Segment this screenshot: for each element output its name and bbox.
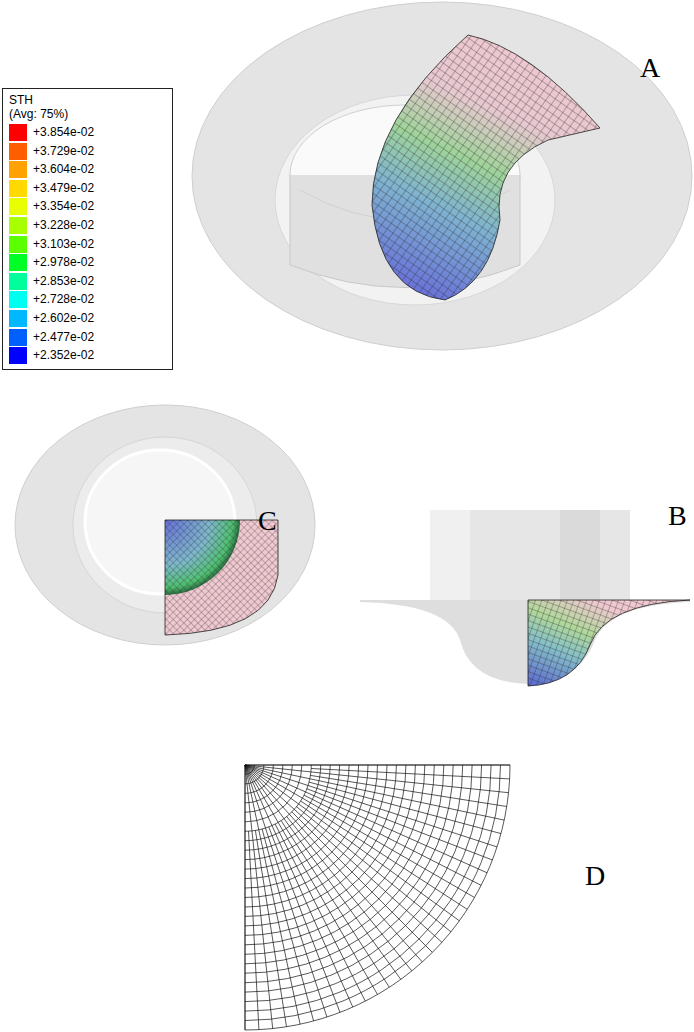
mesh-line <box>249 831 259 1029</box>
mesh-line <box>245 765 311 831</box>
mesh-line <box>245 765 368 888</box>
mesh-line <box>245 765 349 869</box>
legend-swatch <box>9 347 27 364</box>
legend-swatch <box>9 236 27 253</box>
mesh-line <box>245 765 255 775</box>
mesh-line <box>311 769 509 779</box>
mesh-line <box>245 765 273 793</box>
panel-b <box>360 510 690 686</box>
mesh-line <box>245 765 463 983</box>
mesh-line <box>245 765 283 803</box>
legend-value: +2.602e-02 <box>33 312 94 325</box>
mesh-line <box>245 765 491 1011</box>
legend-value: +3.354e-02 <box>33 200 94 213</box>
panel-label: D <box>585 860 605 892</box>
mesh-line <box>245 765 472 992</box>
legend-row: +3.729e-02 <box>3 142 172 161</box>
mesh-line <box>245 765 406 926</box>
legend-subtitle: (Avg: 75%) <box>9 107 172 121</box>
legend-value: +3.729e-02 <box>33 145 94 158</box>
panel-a <box>192 2 692 350</box>
legend-swatch <box>9 254 27 271</box>
legend-row: +3.354e-02 <box>3 197 172 216</box>
legend-swatch <box>9 124 27 141</box>
legend-swatch <box>9 217 27 234</box>
legend-row: +3.228e-02 <box>3 216 172 235</box>
legend-value: +3.604e-02 <box>33 163 94 176</box>
mesh-line <box>245 765 444 964</box>
legend-swatch <box>9 273 27 290</box>
mesh-line <box>245 765 330 850</box>
mesh-line <box>245 765 453 973</box>
legend-value: +3.103e-02 <box>33 238 94 251</box>
mesh-line <box>245 765 264 784</box>
legend-swatch <box>9 161 27 178</box>
mesh-line <box>309 782 501 834</box>
legend-swatch <box>9 329 27 346</box>
legend-swatch <box>9 291 27 308</box>
legend-row: +3.479e-02 <box>3 179 172 198</box>
mesh-line <box>245 765 482 1002</box>
legend-row: +2.853e-02 <box>3 272 172 291</box>
legend-value: +3.854e-02 <box>33 126 94 139</box>
mesh-line <box>310 775 506 806</box>
legend-row: +2.352e-02 <box>3 346 172 365</box>
mesh-line <box>245 765 434 954</box>
panel-label: B <box>668 500 687 532</box>
legend-value: +2.477e-02 <box>33 331 94 344</box>
legend-swatch <box>9 198 27 215</box>
mesh-line <box>245 765 321 841</box>
legend-swatch <box>9 180 27 197</box>
legend-value: +2.728e-02 <box>33 293 94 306</box>
mesh-line <box>245 765 302 822</box>
mesh-line <box>245 765 425 945</box>
legend-value: +3.228e-02 <box>33 219 94 232</box>
legend-row: +3.854e-02 <box>3 123 172 142</box>
panel-c <box>15 405 315 645</box>
mesh-line <box>262 829 314 1021</box>
panel-label: C <box>258 505 277 537</box>
legend-value: +3.479e-02 <box>33 182 94 195</box>
mesh-line <box>245 765 501 1021</box>
legend-value: +2.853e-02 <box>33 275 94 288</box>
legend-swatch <box>9 143 27 160</box>
legend-row: +2.978e-02 <box>3 253 172 272</box>
mesh-line <box>245 765 378 898</box>
mesh-line <box>245 765 396 916</box>
legend-row: +2.602e-02 <box>3 309 172 328</box>
mesh-line <box>245 765 415 935</box>
legend-swatch <box>9 310 27 327</box>
mesh-line <box>245 765 359 879</box>
mesh-line <box>245 765 510 1030</box>
panel-label: A <box>640 52 660 84</box>
mesh-line <box>255 830 286 1026</box>
mesh-line <box>245 765 510 1030</box>
legend-title: STH <box>9 93 172 107</box>
legend-row: +3.604e-02 <box>3 160 172 179</box>
legend-row: +2.477e-02 <box>3 328 172 347</box>
mesh-quarter <box>245 765 510 1030</box>
legend-row: +2.728e-02 <box>3 290 172 309</box>
legend-box: STH(Avg: 75%) +3.854e-02 +3.729e-02 +3.604e… <box>2 88 173 370</box>
legend-value: +2.352e-02 <box>33 349 94 362</box>
legend-row: +3.103e-02 <box>3 235 172 254</box>
legend-value: +2.978e-02 <box>33 256 94 269</box>
